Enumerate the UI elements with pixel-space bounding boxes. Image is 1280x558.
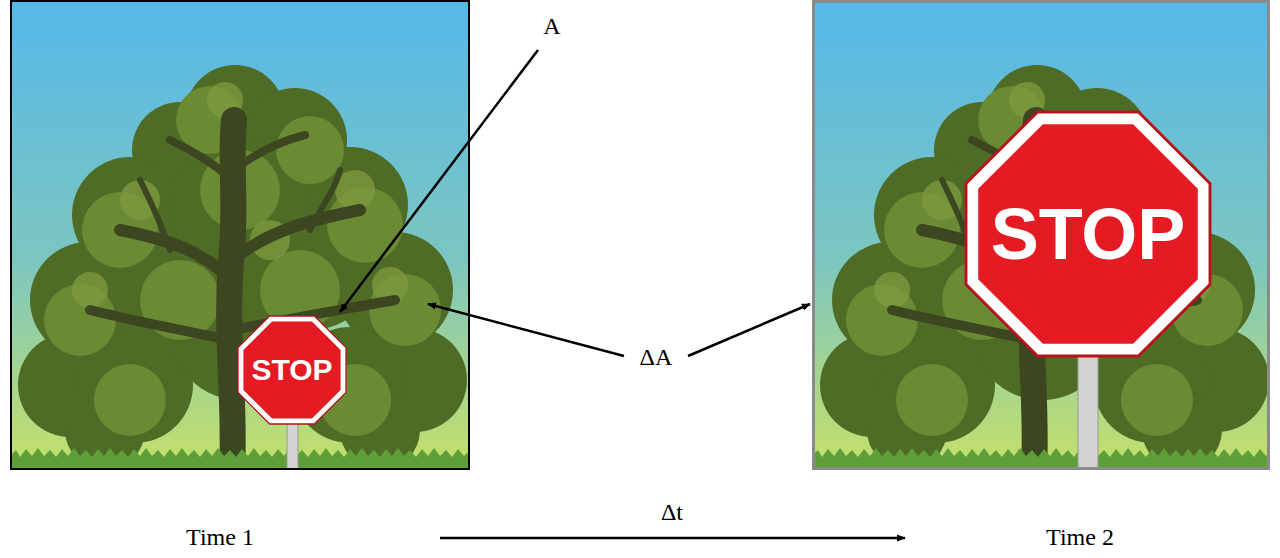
sign-text: STOP [991, 198, 1186, 270]
annotation-label: Time 2 [1046, 524, 1114, 552]
sign-post [1078, 354, 1098, 470]
leader-line [340, 50, 538, 312]
annotation-label: Δt [661, 499, 683, 527]
scene-time-2 [812, 0, 1270, 470]
panel-border [11, 1, 469, 469]
stop-sign: STOP [238, 316, 346, 424]
panel-border [814, 2, 1269, 469]
annotation-label: Time 1 [186, 524, 254, 552]
leader-line [428, 304, 624, 356]
annotation-label: ΔA [640, 344, 673, 372]
sign-post [287, 420, 298, 470]
annotation-label: A [543, 13, 560, 41]
scene-time-1 [10, 0, 470, 470]
stop-sign: STOP [966, 112, 1210, 356]
sign-text: STOP [251, 355, 332, 385]
leader-line [688, 304, 810, 356]
time-arrow [440, 537, 905, 540]
